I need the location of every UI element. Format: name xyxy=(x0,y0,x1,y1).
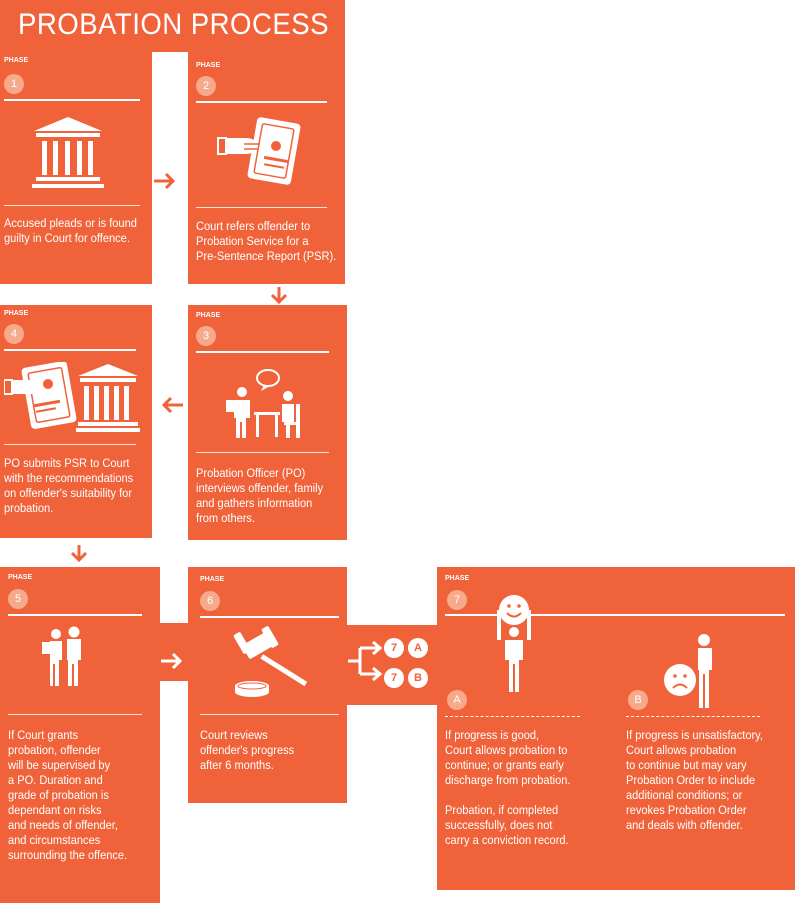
arrow-right-icon xyxy=(154,172,176,190)
phase-6-text-divider xyxy=(200,714,339,715)
branch-b-circle: B xyxy=(408,668,428,688)
phase-3-number: 3 xyxy=(196,326,216,346)
phase-5-card xyxy=(0,567,160,903)
supervision-icon xyxy=(42,626,81,686)
phase-3-text-divider xyxy=(196,452,329,453)
outcome-b-divider xyxy=(626,716,760,717)
phase-4-card xyxy=(0,305,152,538)
title-block xyxy=(0,0,345,52)
branch-7-circle-1: 7 xyxy=(384,638,404,658)
phase-7-divider xyxy=(445,614,785,616)
phase-2-number: 2 xyxy=(196,76,216,96)
report-handover-icon xyxy=(217,117,301,185)
phase-1-text-divider xyxy=(4,205,140,206)
outcome-b-description: If progress is unsatisfactory, Court all… xyxy=(626,728,763,832)
outcome-a-badge: A xyxy=(447,690,467,710)
phase-3-label: PHASE xyxy=(196,312,221,319)
phase-6-description: Court reviews offender's progress after … xyxy=(200,728,295,772)
branch-7-circle-2: 7 xyxy=(384,668,404,688)
phase-7-number: 7 xyxy=(447,590,467,610)
phase-1-divider xyxy=(4,99,140,101)
page-title: PROBATION PROCESS xyxy=(18,8,329,41)
phase-5-label: PHASE xyxy=(8,574,33,581)
interview-icon xyxy=(226,369,300,438)
phase-4-divider xyxy=(4,349,136,351)
connector-5-6 xyxy=(158,623,190,681)
phase-4-label: PHASE xyxy=(4,310,29,317)
phase-6-divider xyxy=(200,616,339,618)
arrow-right-icon xyxy=(161,652,183,670)
phase-7-card xyxy=(437,567,795,890)
branch-a-circle: A xyxy=(408,638,428,658)
happy-person-icon xyxy=(497,595,531,692)
courthouse-icon xyxy=(32,117,104,188)
phase-1-description: Accused pleads or is found guilty in Cou… xyxy=(4,216,137,245)
phase-3-divider xyxy=(196,351,329,353)
arrow-left-icon xyxy=(161,396,183,414)
phase-1-number: 1 xyxy=(4,74,24,94)
phase-7-label: PHASE xyxy=(445,575,470,582)
phase-5-text-divider xyxy=(8,714,142,715)
phase-6-label: PHASE xyxy=(200,576,225,583)
phase-5-description: If Court grants probation, offender will… xyxy=(8,728,128,862)
phase-5-number: 5 xyxy=(8,589,28,609)
arrow-down-icon xyxy=(70,545,88,562)
phase-2-description: Court refers offender to Probation Servi… xyxy=(196,219,337,263)
outcome-a-divider xyxy=(445,716,580,717)
report-to-court-icon xyxy=(4,362,140,432)
phase-4-text-divider xyxy=(4,444,136,445)
phase-3-description: Probation Officer (PO) interviews offend… xyxy=(196,466,324,525)
phase-1-card xyxy=(0,52,152,284)
branch-arrow-icon xyxy=(348,640,383,682)
outcome-a-description: If progress is good, Court allows probat… xyxy=(445,728,571,847)
phase-1-label: PHASE xyxy=(4,57,29,64)
phase-6-number: 6 xyxy=(200,591,220,611)
arrow-down-icon xyxy=(270,287,288,304)
phase-4-number: 4 xyxy=(4,324,24,344)
outcome-b-badge: B xyxy=(628,690,648,710)
gavel-icon xyxy=(233,626,308,697)
phase-2-text-divider xyxy=(196,207,327,208)
sad-person-icon xyxy=(664,634,712,708)
phase-3-card xyxy=(188,305,347,540)
phase-2-label: PHASE xyxy=(196,62,221,69)
phase-4-description: PO submits PSR to Court with the recomme… xyxy=(4,456,134,515)
phase-5-divider xyxy=(8,614,142,616)
phase-2-divider xyxy=(196,101,327,103)
